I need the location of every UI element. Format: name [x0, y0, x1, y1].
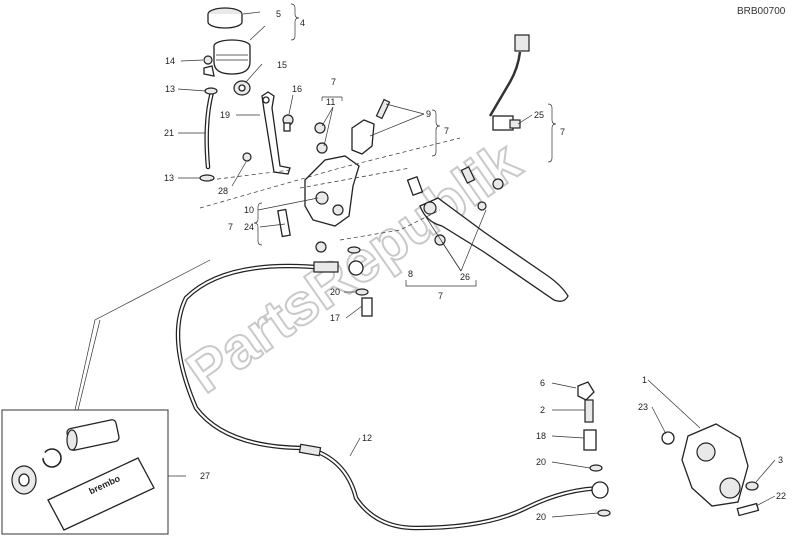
clutch-lever	[406, 166, 569, 302]
callout-20-lower: 20	[536, 512, 546, 522]
callout-17: 17	[330, 313, 340, 323]
callout-12: 12	[362, 433, 372, 443]
callout-10: 10	[244, 205, 254, 215]
callout-4: 4	[300, 18, 305, 28]
callout-28: 28	[218, 186, 228, 196]
callout-11: 11	[326, 97, 335, 107]
callout-3: 3	[778, 455, 783, 465]
reservoir-hose	[199, 87, 218, 182]
leader-lines	[168, 11, 776, 518]
callout-21: 21	[164, 128, 174, 138]
callout-7-top: 7	[331, 77, 336, 87]
callout-13-bottom: 13	[164, 173, 174, 183]
group-brackets	[199, 3, 557, 287]
callout-20-middle: 20	[536, 457, 546, 467]
callout-25: 25	[534, 110, 544, 120]
callout-2: 2	[540, 405, 545, 415]
reservoir-bracket	[242, 91, 294, 175]
callout-19: 19	[220, 110, 230, 120]
upper-banjo-bolt	[347, 246, 373, 317]
callout-6: 6	[540, 378, 545, 388]
callout-16: 16	[292, 84, 302, 94]
callout-26: 26	[460, 272, 470, 282]
callout-24: 24	[244, 222, 254, 232]
callout-1: 1	[642, 375, 647, 385]
callout-7-bottom: 7	[438, 291, 443, 301]
master-cylinder-body	[277, 98, 391, 253]
callout-7-switch: 7	[560, 127, 565, 137]
clutch-switch	[488, 34, 530, 131]
callout-7-right: 7	[444, 126, 449, 136]
lower-fittings	[577, 381, 611, 517]
callout-8: 8	[408, 269, 413, 279]
fluid-reservoir	[203, 7, 251, 96]
callout-27: 27	[200, 471, 210, 481]
callout-7-left: 7	[228, 222, 233, 232]
callout-15: 15	[277, 60, 287, 70]
callout-9: 9	[426, 109, 431, 119]
callout-18: 18	[536, 431, 546, 441]
callout-labels: 5 4 14 15 13 16 19 21 13 28 7 11 9 7 25 …	[164, 9, 786, 522]
callout-14: 14	[165, 56, 175, 66]
diagram-code: BRB00700	[737, 6, 786, 17]
callout-23: 23	[638, 402, 648, 412]
seal-kit-inset: brembo	[1, 259, 211, 535]
callout-20-upper: 20	[330, 287, 340, 297]
callout-5: 5	[276, 9, 281, 19]
callout-22: 22	[776, 491, 786, 501]
clutch-hose	[175, 261, 609, 531]
callout-13-top: 13	[165, 84, 175, 94]
slave-cylinder	[661, 423, 760, 517]
